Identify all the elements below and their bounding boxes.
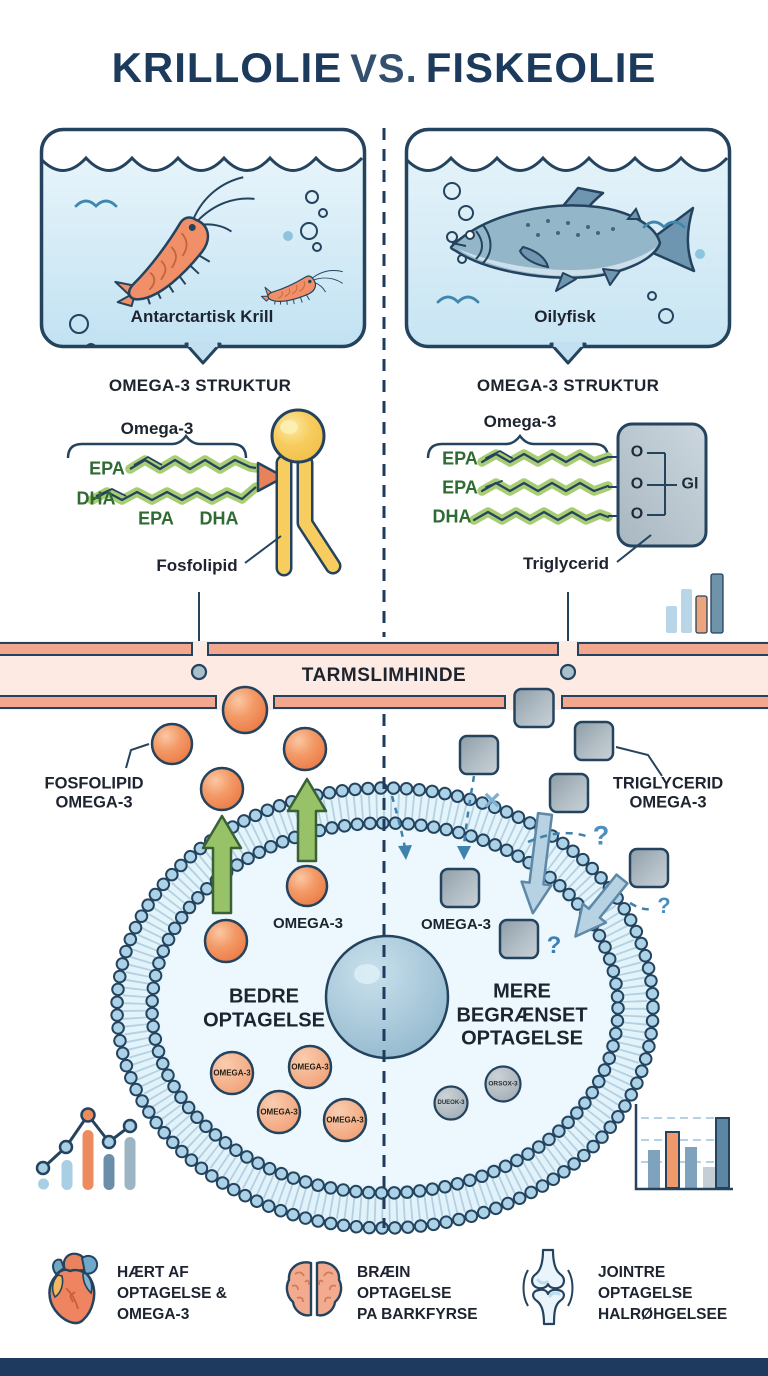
decorative-chart-top <box>666 573 724 634</box>
bond-o2: O <box>630 475 644 493</box>
left-structure-heading: OMEGA-3 STRUKTUR <box>108 375 292 395</box>
triglyceride-particles <box>390 687 670 960</box>
left-cell-entry-label: OMEGA-3 <box>272 915 344 933</box>
fish-panel-label: Oilyfisk <box>534 306 596 326</box>
green-up-arrow <box>201 777 328 915</box>
bubbles <box>69 190 328 345</box>
vesicle-label: OMEGA-3 <box>260 1107 298 1117</box>
glycerol-label: Gl <box>681 475 699 493</box>
title-vs: VS. <box>350 47 418 91</box>
footer-heart-text: HÆRT AF OPTAGELSE & OMEGA-3 <box>117 1264 227 1323</box>
krill-panel-label: Antarctartisk Krill <box>130 306 274 326</box>
triglyceride-structure <box>426 422 708 665</box>
vesicle-label: OMEGA-3 <box>213 1068 251 1078</box>
question-mark: ? <box>592 820 610 851</box>
question-mark: ? <box>546 932 562 959</box>
vesicles <box>209 1044 522 1143</box>
blocked-dashed-arrow <box>390 775 476 860</box>
bottom-bar <box>0 1358 768 1376</box>
left-epa-label: EPA <box>89 458 125 479</box>
phospholipid-omega3-label: FOSFOLIPID OMEGA-3 <box>44 774 144 812</box>
heart-icon <box>48 1252 99 1325</box>
title-fish: FISKEOLIE <box>425 44 657 91</box>
right-omega3-brace-label: Omega-3 <box>483 411 557 431</box>
right-epa1-label: EPA <box>442 448 478 469</box>
right-cell-entry-label: OMEGA-3 <box>420 916 492 934</box>
phospholipid-label: Fosfolipid <box>156 555 238 575</box>
triglyceride-label: Triglycerid <box>523 553 609 573</box>
decorative-chart-right <box>634 1104 733 1191</box>
left-dha-sub-label: DHA <box>199 508 239 529</box>
slow-entry-arrow <box>520 811 629 938</box>
nucleus <box>324 934 450 1060</box>
joint-icon <box>522 1248 574 1326</box>
fish-icon <box>449 186 696 292</box>
barrier-label: TARMSLIMHINDE <box>301 664 467 686</box>
footer-joint-text: JOINTRE OPTAGELSE HALRØHGELSEE <box>598 1264 728 1323</box>
title-krill: KRILLOLIE <box>111 44 343 91</box>
bond-o3: O <box>630 505 644 523</box>
vesicle-label: OMEGA-3 <box>326 1115 364 1125</box>
left-omega3-brace-label: Omega-3 <box>120 418 194 438</box>
brain-icon <box>285 1261 343 1317</box>
phospholipid-structure <box>66 408 342 665</box>
right-structure-heading: OMEGA-3 STRUKTUR <box>476 375 660 395</box>
triglyceride-omega3-label: TRIGLYCERID OMEGA-3 <box>612 774 724 812</box>
right-result-label: MERE BEGRÆNSET OPTAGELSE <box>456 980 588 1050</box>
left-epa-sub-label: EPA <box>138 508 174 529</box>
blocked-x-mark: × <box>483 784 501 817</box>
left-result-label: BEDRE OPTAGELSE <box>203 985 325 1031</box>
phospholipid-particles <box>125 685 329 964</box>
intestinal-barrier <box>0 641 768 710</box>
left-dha-label: DHA <box>76 488 116 509</box>
right-epa2-label: EPA <box>442 477 478 498</box>
krill-panel <box>39 127 367 365</box>
fish-panel <box>404 127 732 365</box>
question-mark: ? <box>657 893 671 918</box>
vesicle-label: ORSOX-3 <box>488 1080 518 1088</box>
vesicle-label: DUEOK-3 <box>437 1100 465 1106</box>
bubbles <box>443 182 674 324</box>
right-dha-label: DHA <box>432 506 472 527</box>
vesicle-label: OMEGA-3 <box>291 1062 329 1072</box>
bond-o1: O <box>630 443 644 461</box>
decorative-chart-left <box>35 1107 138 1190</box>
footer-brain-text: BRÆIN OPTAGELSE PA BARKFYRSE <box>357 1264 478 1323</box>
